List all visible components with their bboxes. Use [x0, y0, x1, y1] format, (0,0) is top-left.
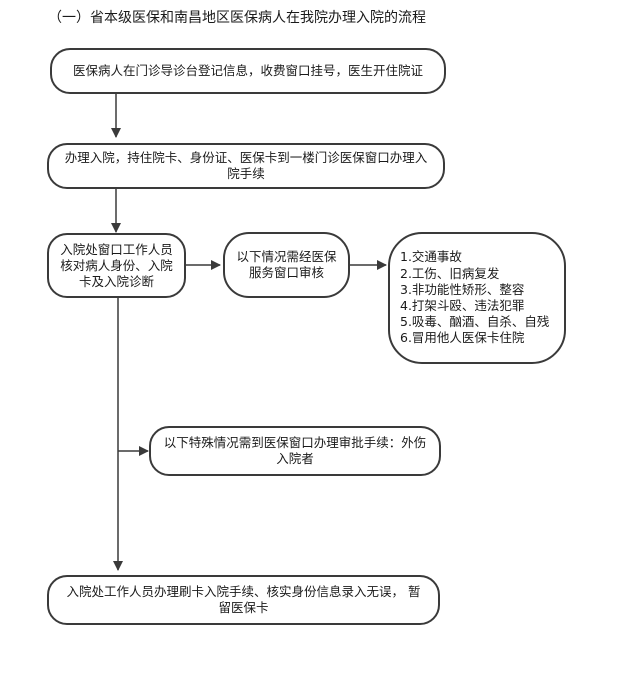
final-box: 入院处工作人员办理刷卡入院手续、核实身份信息录入无误， 暂 留医保卡 — [47, 575, 440, 625]
step3-box: 入院处窗口工作人员 核对病人身份、入院 卡及入院诊断 — [47, 233, 186, 298]
special-box: 以下特殊情况需到医保窗口办理审批手续：外伤 入院者 — [149, 426, 441, 476]
review-cases-box: 1.交通事故 2.工伤、旧病复发 3.非功能性矫形、整容 4.打架斗殴、违法犯罪… — [388, 232, 566, 364]
review-case-item: 2.工伤、旧病复发 — [400, 265, 500, 281]
page-title: （一）省本级医保和南昌地区医保病人在我院办理入院的流程 — [48, 10, 426, 26]
final-text-line1: 入院处工作人员办理刷卡入院手续、核实身份信息录入无误， 暂 — [66, 584, 421, 599]
step2-text-line2: 院手续 — [227, 166, 265, 181]
final-text-line2: 留医保卡 — [218, 600, 269, 615]
step2-text-line1: 办理入院，持住院卡、身份证、医保卡到一楼门诊医保窗口办理入 — [64, 150, 428, 165]
special-text-line1: 以下特殊情况需到医保窗口办理审批手续：外伤 — [163, 435, 427, 450]
review-case-item: 6.冒用他人医保卡住院 — [400, 330, 525, 346]
review-case-item: 1.交通事故 — [400, 249, 462, 265]
special-text-line2: 入院者 — [276, 451, 314, 466]
review-cases-list: 1.交通事故 2.工伤、旧病复发 3.非功能性矫形、整容 4.打架斗殴、违法犯罪… — [400, 249, 549, 346]
review-box: 以下情况需经医保 服务窗口审核 — [223, 232, 350, 298]
review-text-line2: 服务窗口审核 — [248, 265, 324, 280]
review-text-line1: 以下情况需经医保 — [236, 249, 337, 264]
review-case-item: 4.打架斗殴、违法犯罪 — [400, 298, 525, 313]
step3-text-line1: 入院处窗口工作人员 — [60, 241, 173, 257]
step1-box: 医保病人在门诊导诊台登记信息，收费窗口挂号，医生开住院证 — [50, 48, 446, 94]
review-case-item: 3.非功能性矫形、整容 — [400, 281, 525, 297]
review-case-item: 5.吸毒、酗酒、自杀、自残 — [400, 314, 550, 330]
step2-box: 办理入院，持住院卡、身份证、医保卡到一楼门诊医保窗口办理入 院手续 — [47, 143, 445, 189]
step3-text-line3: 卡及入院诊断 — [78, 273, 154, 289]
step3-text-line2: 核对病人身份、入院 — [60, 257, 173, 273]
step1-text: 医保病人在门诊导诊台登记信息，收费窗口挂号，医生开住院证 — [72, 63, 423, 78]
